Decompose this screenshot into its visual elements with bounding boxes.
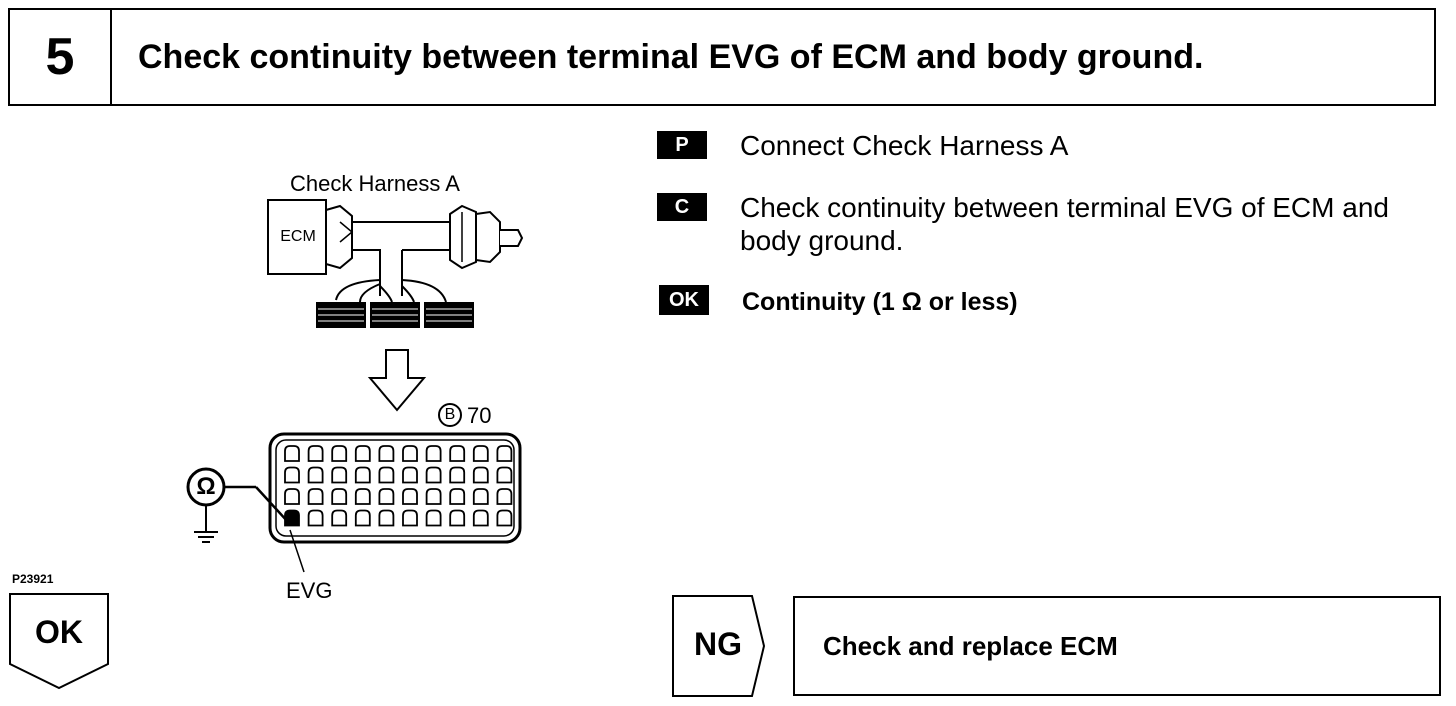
badge-prepare: P — [657, 131, 707, 159]
connector-pin — [354, 445, 371, 462]
terminal-evg-pin — [284, 509, 300, 527]
connector-pin — [449, 488, 466, 505]
connector-pin — [402, 488, 418, 505]
connector-pin — [331, 488, 348, 505]
connector-pin — [449, 466, 466, 484]
connector-pin — [449, 445, 466, 462]
step-check-text-line1: Check continuity between terminal EVG of… — [740, 192, 1389, 223]
ok-result-label: OK — [35, 614, 83, 650]
connector-pin — [425, 445, 442, 462]
connector-pin — [378, 466, 395, 484]
connector-pin — [284, 466, 300, 484]
connector-pin — [331, 445, 348, 462]
connector-pin — [402, 509, 418, 527]
connector-pin — [425, 509, 442, 527]
terminal-evg-label: EVG — [286, 578, 333, 603]
connector-pin — [378, 488, 395, 505]
badge-check: C — [657, 193, 707, 221]
ohmmeter-icon: Ω — [196, 473, 216, 500]
connector-pin — [472, 488, 489, 505]
connector-pin — [472, 445, 489, 462]
step-prepare-text: Connect Check Harness A — [740, 130, 1069, 161]
connector-pin — [496, 466, 513, 484]
connector-pin — [284, 488, 300, 505]
connector-pin — [496, 445, 513, 462]
connector-pin — [425, 488, 442, 505]
connector-pin — [284, 445, 300, 462]
connector-pin — [378, 445, 395, 462]
connector-pin — [402, 445, 418, 462]
harness-label: Check Harness A — [290, 171, 460, 196]
connector-pin — [449, 509, 466, 527]
connector-pin — [378, 509, 395, 527]
connector-number: 70 — [467, 403, 492, 428]
connector-pin — [307, 488, 324, 505]
connector-pin — [354, 488, 371, 505]
step-number: 5 — [10, 10, 112, 104]
connector-pin — [472, 466, 489, 484]
ecm-label: ECM — [280, 228, 316, 245]
ng-result-label: NG — [694, 626, 742, 662]
connector-pin — [354, 509, 371, 527]
connector-pin — [496, 488, 513, 505]
connector-pin — [496, 509, 513, 527]
connector-pin — [472, 509, 489, 527]
figure-code: P23921 — [12, 572, 54, 586]
connector-pin — [307, 466, 324, 484]
ng-action-text: Check and replace ECM — [823, 630, 1118, 661]
connector-pin — [402, 466, 418, 484]
connector-pin — [307, 509, 324, 527]
connector-pin — [331, 466, 348, 484]
step-header: 5 Check continuity between terminal EVG … — [8, 8, 1436, 106]
badge-ok: OK — [659, 285, 709, 315]
connector-pin — [354, 466, 371, 484]
connector-pin — [307, 445, 324, 462]
step-title: Check continuity between terminal EVG of… — [138, 37, 1204, 76]
connector-circle-letter: B — [444, 406, 456, 423]
ok-criteria-text: Continuity (1 Ω or less) — [742, 288, 1018, 316]
step-check-text-line2: body ground. — [740, 225, 904, 256]
ng-action-box: Check and replace ECM — [793, 596, 1441, 696]
connector-pin — [425, 466, 442, 484]
connector-pin — [331, 509, 348, 527]
